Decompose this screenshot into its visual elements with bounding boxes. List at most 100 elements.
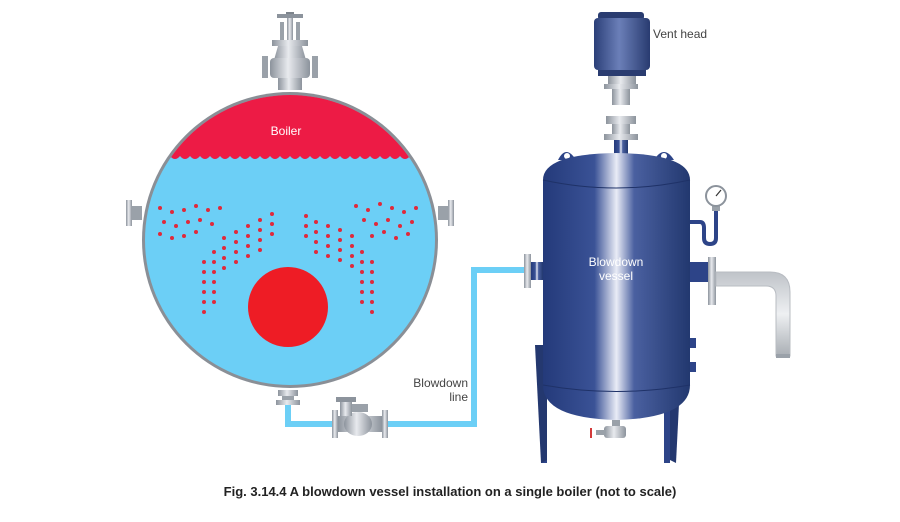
steam-bubble xyxy=(390,206,394,210)
boiler xyxy=(126,12,454,405)
steam-bubble xyxy=(394,236,398,240)
steam-bubble xyxy=(370,290,374,294)
boiler-left-flange xyxy=(126,200,142,226)
steam-bubble xyxy=(210,222,214,226)
blowdown-line-label-line1: Blowdown xyxy=(413,376,468,390)
discharge-pipe xyxy=(715,271,791,358)
steam-bubble xyxy=(360,250,364,254)
steam-bubble xyxy=(212,250,216,254)
steam-bubble xyxy=(314,220,318,224)
steam-bubble xyxy=(386,218,390,222)
steam-bubble xyxy=(212,260,216,264)
steam-bubble xyxy=(370,280,374,284)
steam-bubble xyxy=(370,270,374,274)
steam-bubble xyxy=(414,206,418,210)
steam-bubble xyxy=(370,300,374,304)
steam-bubble xyxy=(158,206,162,210)
steam-bubble xyxy=(222,266,226,270)
steam-bubble xyxy=(338,248,342,252)
side-fitting-lower xyxy=(690,362,696,372)
steam-bubble xyxy=(304,214,308,218)
steam-bubble xyxy=(234,260,238,264)
steam-bubble xyxy=(212,280,216,284)
steam-bubble xyxy=(202,300,206,304)
steam-bubble xyxy=(158,232,162,236)
steam-bubble xyxy=(202,260,206,264)
side-fitting-upper xyxy=(690,338,696,348)
steam-bubble xyxy=(326,234,330,238)
boiler-bottom-outlet xyxy=(276,390,300,405)
steam-bubbles xyxy=(158,202,418,314)
steam-bubble xyxy=(374,222,378,226)
steam-bubble xyxy=(186,220,190,224)
steam-bubble xyxy=(212,270,216,274)
furnace-tube xyxy=(248,267,328,347)
steam-bubble xyxy=(174,224,178,228)
steam-bubble xyxy=(338,258,342,262)
steam-bubble xyxy=(398,224,402,228)
steam-bubble xyxy=(382,230,386,234)
steam-bubble xyxy=(370,310,374,314)
steam-bubble xyxy=(326,224,330,228)
steam-bubble xyxy=(182,234,186,238)
steam-bubble xyxy=(366,208,370,212)
steam-bubble xyxy=(304,224,308,228)
steam-bubble xyxy=(370,260,374,264)
steam-bubble xyxy=(202,280,206,284)
steam-bubble xyxy=(258,228,262,232)
blowdown-vessel-label-line2: vessel xyxy=(598,269,633,283)
steam-bubble xyxy=(360,260,364,264)
steam-bubble xyxy=(350,254,354,258)
boiler-label: Boiler xyxy=(270,124,302,138)
steam-bubble xyxy=(350,234,354,238)
steam-bubble xyxy=(222,256,226,260)
steam-bubble xyxy=(246,254,250,258)
steam-bubble xyxy=(338,228,342,232)
steam-bubble xyxy=(198,218,202,222)
steam-bubble xyxy=(350,264,354,268)
steam-bubble xyxy=(202,290,206,294)
steam-bubble xyxy=(170,210,174,214)
steam-bubble xyxy=(270,232,274,236)
steam-bubble xyxy=(194,230,198,234)
steam-bubble xyxy=(218,206,222,210)
steam-bubble xyxy=(162,220,166,224)
pressure-gauge xyxy=(690,185,727,247)
steam-bubble xyxy=(406,232,410,236)
blowdown-line-label-line2: line xyxy=(449,390,468,404)
vessel-outlet-nozzle xyxy=(690,257,716,305)
steam-bubble xyxy=(314,240,318,244)
steam-bubble xyxy=(234,250,238,254)
steam-bubble xyxy=(234,240,238,244)
drain-valve[interactable] xyxy=(590,420,626,438)
steam-bubble xyxy=(360,270,364,274)
steam-bubble xyxy=(402,210,406,214)
steam-bubble xyxy=(258,238,262,242)
steam-bubble xyxy=(246,244,250,248)
blowdown-vessel-label-line1: Blowdown xyxy=(588,255,644,269)
steam-bubble xyxy=(270,212,274,216)
boiler-top-valve xyxy=(262,12,318,90)
steam-bubble xyxy=(360,300,364,304)
figure-caption: Fig. 3.14.4 A blowdown vessel installati… xyxy=(223,484,677,499)
steam-bubble xyxy=(370,234,374,238)
vent-head-label: Vent head xyxy=(653,27,708,41)
steam-bubble xyxy=(304,234,308,238)
blowdown-valve[interactable] xyxy=(332,397,388,438)
steam-bubble xyxy=(378,202,382,206)
steam-bubble xyxy=(194,204,198,208)
steam-bubble xyxy=(182,208,186,212)
vent-head xyxy=(594,12,650,105)
steam-bubble xyxy=(234,230,238,234)
steam-bubble xyxy=(202,270,206,274)
steam-bubble xyxy=(206,208,210,212)
steam-bubble xyxy=(202,310,206,314)
steam-bubble xyxy=(258,218,262,222)
steam-bubble xyxy=(354,204,358,208)
steam-bubble xyxy=(410,220,414,224)
steam-bubble xyxy=(338,238,342,242)
steam-bubble xyxy=(246,234,250,238)
steam-bubble xyxy=(212,290,216,294)
steam-bubble xyxy=(350,244,354,248)
vessel-inlet-nozzle xyxy=(524,254,543,288)
